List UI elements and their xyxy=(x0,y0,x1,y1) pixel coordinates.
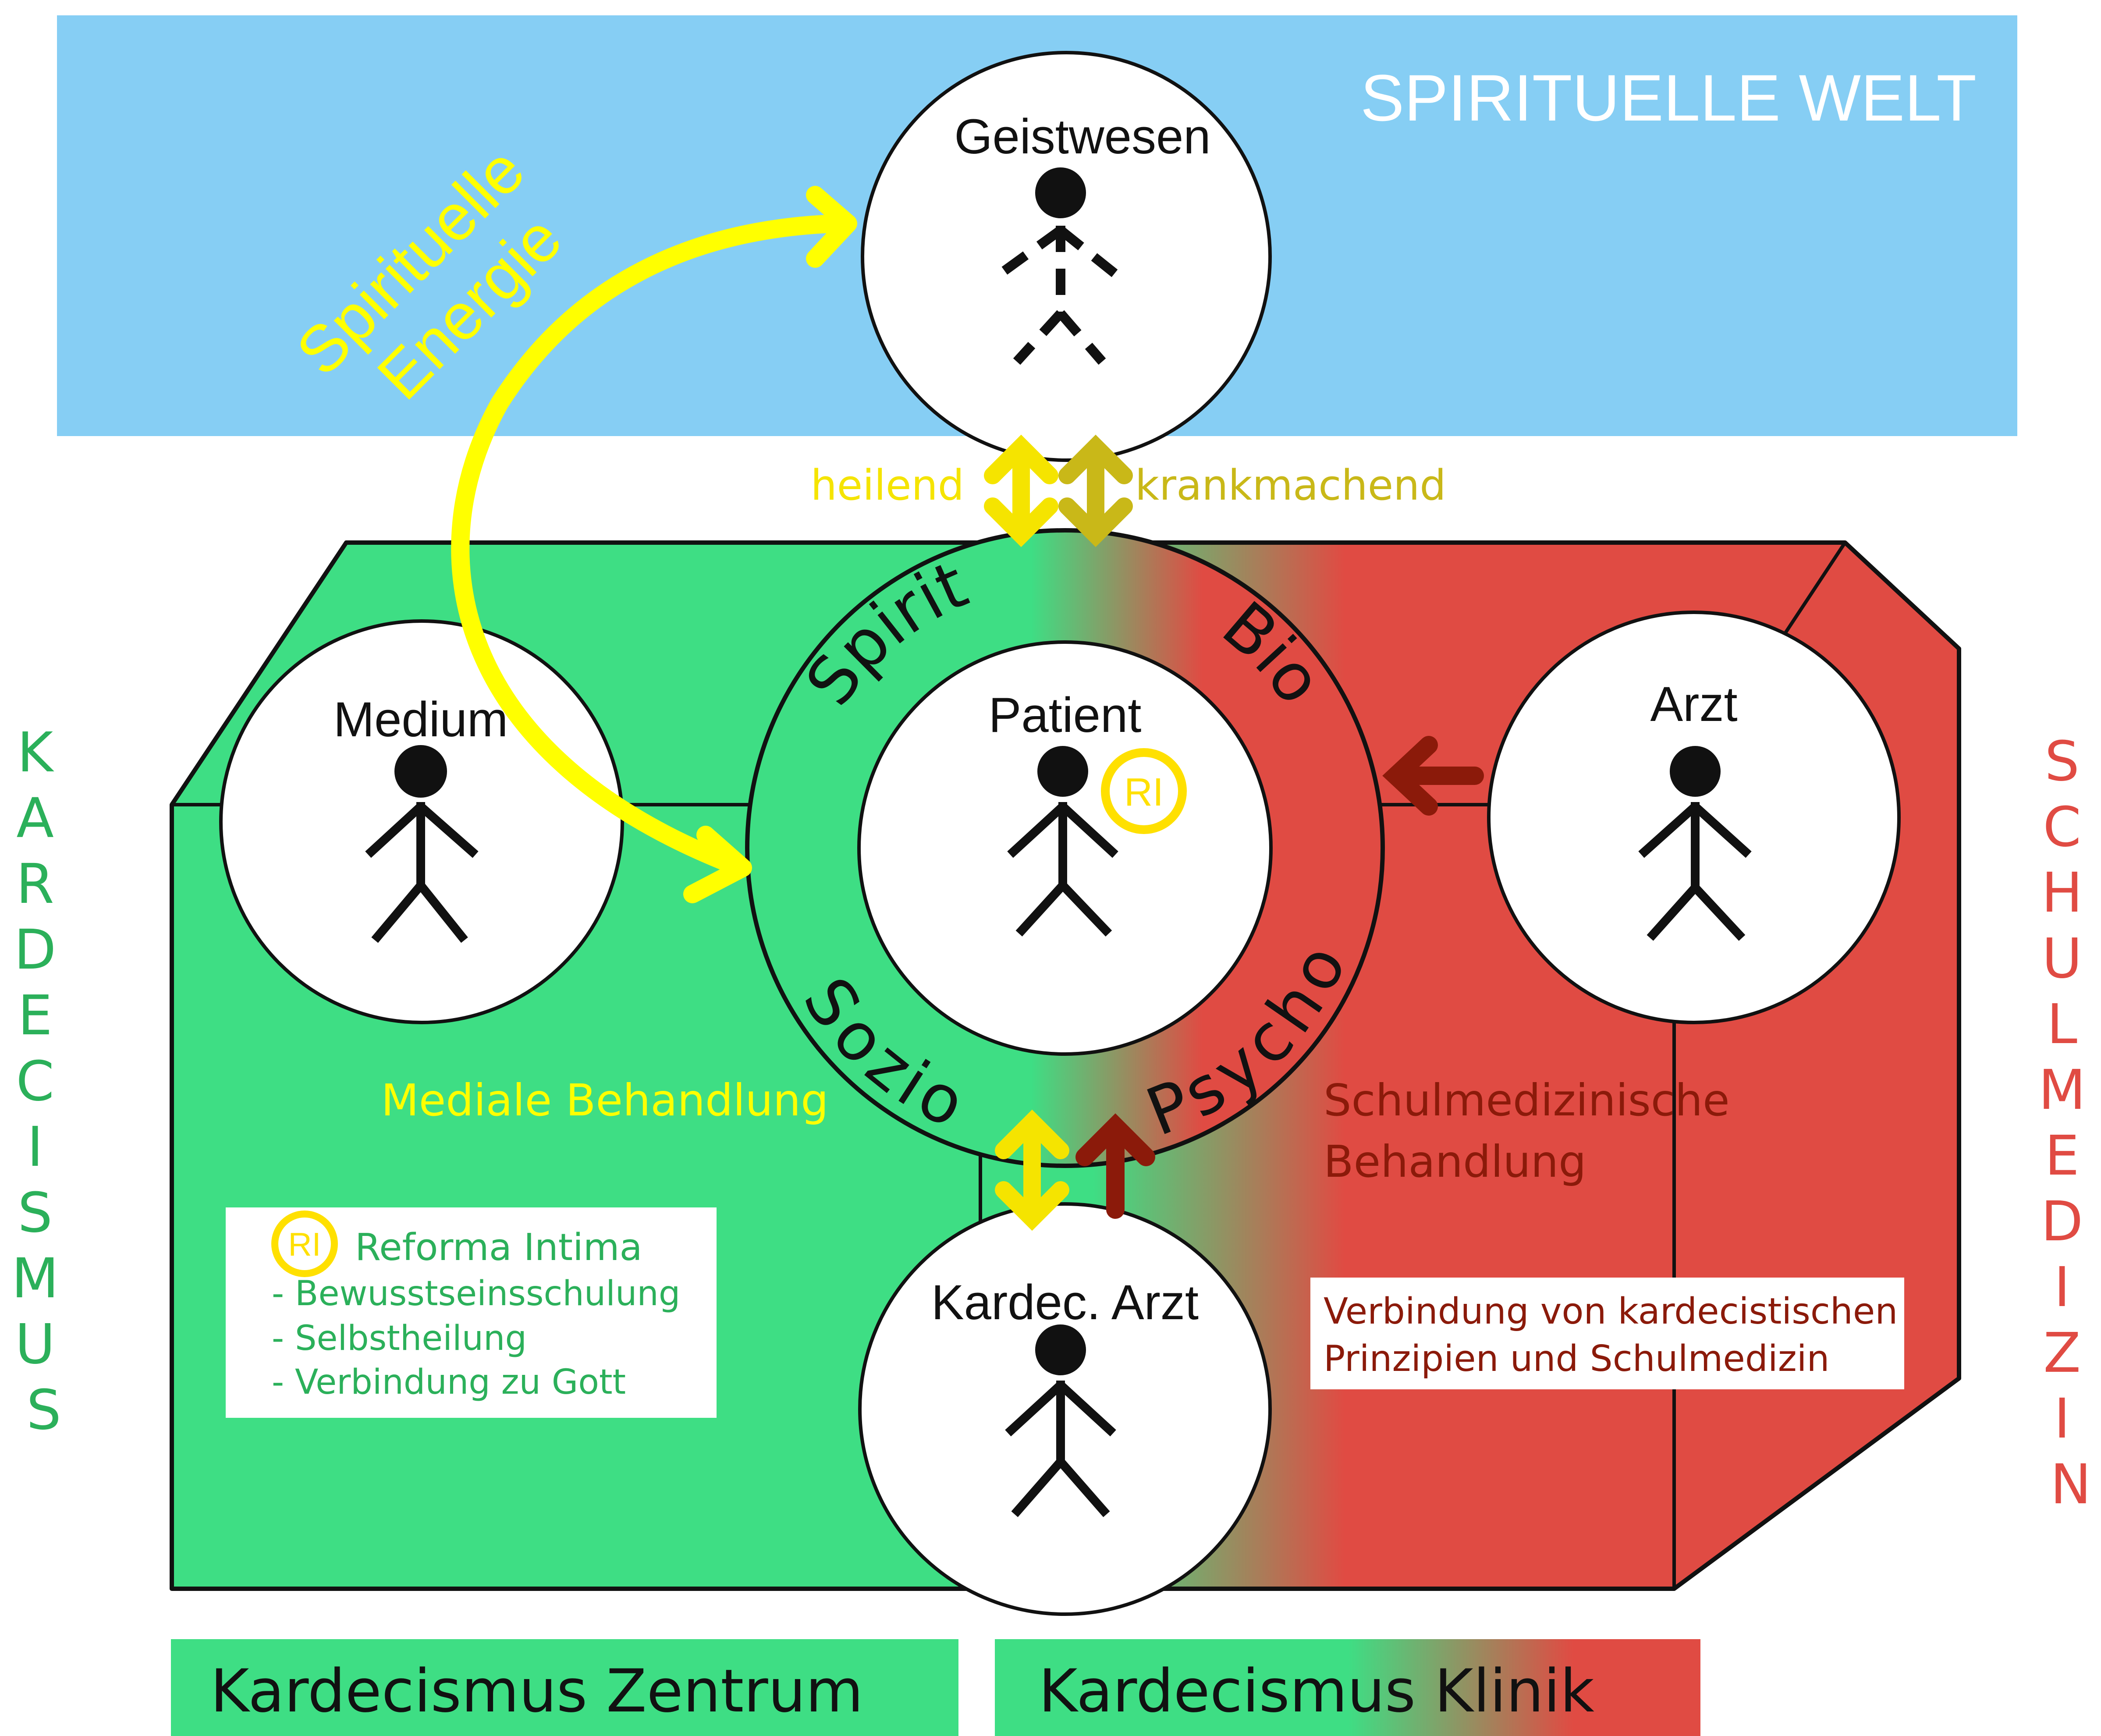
doctor-figure-icon xyxy=(1638,746,1752,941)
doctor-node: Arzt xyxy=(1487,611,1901,1024)
patient-label: Patient xyxy=(989,688,1142,742)
footer-clinic-bar xyxy=(995,1639,1700,1736)
house-roof-edge xyxy=(1773,541,1847,650)
reforma-intima-box-bg xyxy=(226,1207,717,1418)
reforma-intima-item-1: - Bewusstseinsschulung xyxy=(272,1274,680,1314)
spirit-being-node: Geistwesen xyxy=(861,51,1272,462)
patient-ri-badge xyxy=(1101,748,1187,834)
medium-label: Medium xyxy=(334,692,508,747)
kardec-to-patient-arrow xyxy=(1075,1113,1155,1219)
healing-arrow xyxy=(984,434,1058,547)
sickening-arrow xyxy=(1058,434,1133,547)
sickening-label: krankmachend xyxy=(1135,462,1446,510)
kardec-doctor-figure-icon xyxy=(1005,1324,1116,1517)
combination-box-bg xyxy=(1310,1278,1904,1389)
patient-node: Patient RI xyxy=(989,688,1187,937)
side-label-kardecismus: K A R D E C I S M U S xyxy=(11,721,76,1442)
spirit-figure-icon xyxy=(994,167,1118,365)
combination-box-line-2: Prinzipien und Schulmedizin xyxy=(1324,1338,1830,1380)
kardec-healing-arrow xyxy=(995,1109,1069,1231)
spirit-being-circle xyxy=(861,51,1272,462)
patient-ri-badge-text: RI xyxy=(1124,770,1164,814)
conventional-treatment-label: Schulmedizinische Behandlung xyxy=(1324,1075,1743,1187)
spiritual-world-title: SPIRITUELLE WELT xyxy=(1360,61,1977,135)
combination-box-line-1: Verbindung von kardecistischen xyxy=(1324,1291,1898,1332)
medium-node: Medium xyxy=(219,619,624,1024)
spirit-being-label: Geistwesen xyxy=(954,109,1210,164)
footer-center-bar xyxy=(171,1639,958,1736)
medium-figure-icon xyxy=(365,745,479,943)
spiritual-energy-arrow xyxy=(451,186,857,903)
combination-box: Verbindung von kardecistischen Prinzipie… xyxy=(1310,1278,1904,1389)
reforma-intima-ri-badge-text: RI xyxy=(288,1226,321,1263)
side-label-schulmedizin: S C H U L M E D I Z I N xyxy=(2038,730,2101,1516)
footer-clinic-label: Kardecismus Klinik xyxy=(1039,1657,1594,1725)
reforma-intima-ri-badge xyxy=(271,1211,338,1277)
reforma-intima-item-3: - Verbindung zu Gott xyxy=(272,1363,626,1402)
reforma-intima-title: Reforma Intima xyxy=(355,1226,642,1269)
conventional-treatment-line-2: Behandlung xyxy=(1324,1136,1586,1187)
footer-center-label: Kardecismus Zentrum xyxy=(210,1657,863,1725)
healing-label: heilend xyxy=(811,462,964,510)
kardec-doctor-label: Kardec. Arzt xyxy=(931,1275,1199,1330)
kardec-doctor-node: Kardec. Arzt xyxy=(858,1202,1272,1616)
reforma-intima-box: RI Reforma Intima - Bewusstseinsschulung… xyxy=(226,1207,717,1418)
doctor-label: Arzt xyxy=(1650,677,1737,731)
conventional-treatment-line-1: Schulmedizinische xyxy=(1324,1075,1730,1126)
medial-treatment-label: Mediale Behandlung xyxy=(381,1075,828,1126)
doctor-to-patient-arrow xyxy=(1382,736,1484,816)
patient-figure-icon xyxy=(1007,746,1118,937)
reforma-intima-item-2: - Selbstheilung xyxy=(272,1319,527,1358)
